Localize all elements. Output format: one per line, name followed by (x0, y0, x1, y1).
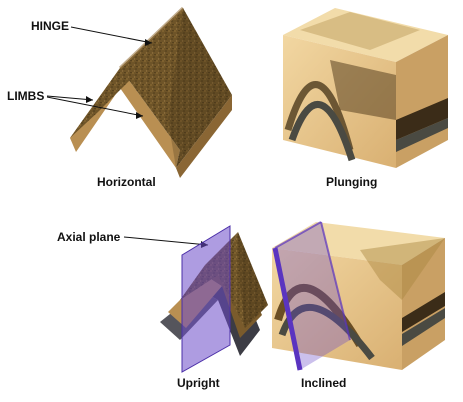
upright-caption: Upright (177, 376, 220, 390)
horizontal-fold (70, 6, 232, 178)
plunging-caption: Plunging (326, 175, 378, 189)
horizontal-fold-edge (70, 68, 180, 168)
limbs-leader-upper (46, 95, 94, 101)
horizontal-caption: Horizontal (97, 175, 156, 189)
horizontal-fold-right-limb (120, 8, 232, 168)
limbs-label: LIMBS (7, 89, 45, 103)
leader-lines (46, 26, 209, 246)
hinge-label: HINGE (31, 19, 70, 33)
upright-axial-plane (182, 226, 230, 372)
axial-plane-leader (123, 236, 209, 246)
axial-plane-label: Axial plane (57, 230, 121, 244)
hinge-leader (70, 26, 153, 44)
upright-fold (160, 225, 268, 373)
plunging-fold (283, 8, 448, 168)
inclined-fold (272, 221, 445, 371)
limbs-leader-lower (46, 96, 144, 117)
inclined-caption: Inclined (301, 376, 347, 390)
